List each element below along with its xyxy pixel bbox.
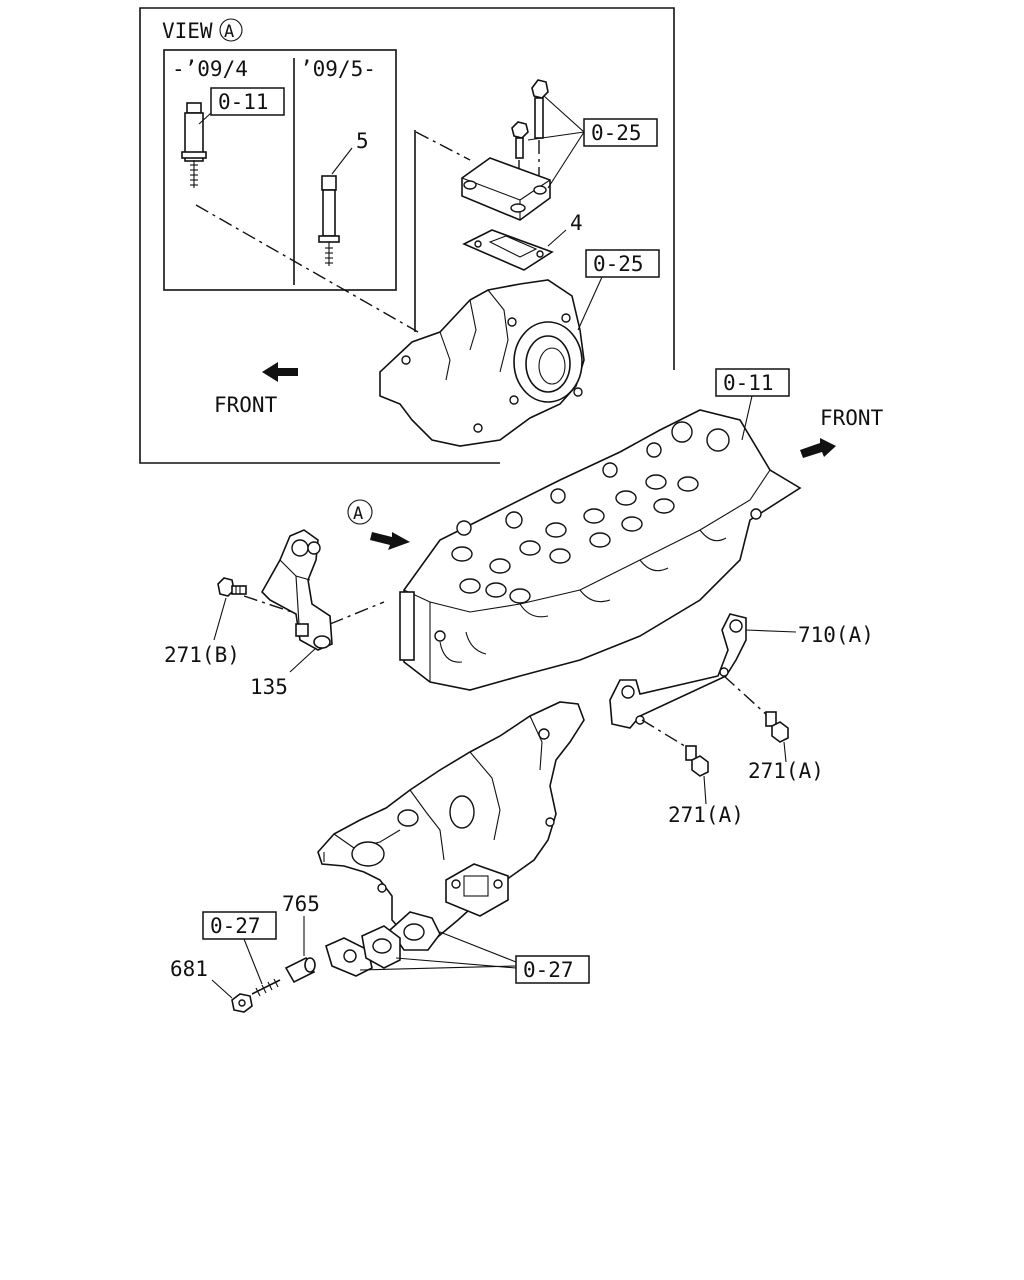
period-box — [163, 49, 397, 291]
leader-271B — [213, 597, 227, 641]
ref-box-0-11-head — [715, 368, 790, 397]
inset-frame — [139, 7, 675, 464]
front-label-main: FRONT — [820, 406, 884, 430]
ref-box-0-25-housing — [585, 249, 660, 278]
leader-0-11-head — [741, 395, 753, 441]
leader-0-11-view — [198, 112, 212, 125]
ref-box-0-27-gaskets — [515, 955, 590, 984]
callout-part-135: 135 — [250, 675, 288, 699]
callout-part-765: 765 — [282, 892, 320, 916]
callout-ref-0-25-housing: 0-25 — [593, 252, 644, 276]
leader-271A-2 — [703, 775, 707, 805]
callout-part-271B: 271(B) — [164, 643, 240, 667]
view-letter-circle — [219, 18, 243, 42]
bolt-271A-1 — [765, 711, 789, 743]
bolt-271A-2 — [685, 745, 709, 777]
view-marker-circle — [347, 499, 373, 525]
bolt-271A-2-axis-line — [641, 719, 689, 749]
flange-bolts — [511, 79, 549, 205]
ref-box-0-25-bolts — [583, 118, 658, 147]
bracket-axis-line — [329, 601, 385, 625]
view-a-inset: VIEW A -’09/4 ’09/5- — [139, 7, 675, 464]
period-after-label: ’09/5- — [300, 57, 376, 81]
callout-part-4: 4 — [570, 211, 583, 235]
ref-box-0-27-stud — [202, 911, 277, 940]
leader-271A-1 — [783, 741, 787, 763]
engine-hanger-part-135 — [261, 529, 333, 651]
leader-0-27-b — [395, 957, 517, 969]
leader-135 — [289, 647, 317, 673]
stud-bolt-part-5 — [318, 175, 340, 266]
leader-0-27-stud — [243, 938, 263, 985]
view-direction-arrow-icon — [370, 532, 410, 550]
spacer-part-765 — [284, 956, 316, 984]
leader-681 — [211, 979, 233, 999]
bolt-271B-axis-line — [243, 595, 305, 617]
front-label-inset: FRONT — [214, 393, 278, 417]
leader-0-27-a — [359, 965, 517, 971]
flange-gasket-part-4 — [462, 229, 554, 271]
stud-bolt-early — [181, 102, 207, 188]
stud-0-27 — [251, 978, 281, 997]
leader-0-25-bolts-a — [543, 95, 585, 189]
heat-shield-bracket-part-710A — [609, 613, 747, 729]
callout-part-271A-1: 271(A) — [748, 759, 824, 783]
view-title: VIEW — [162, 19, 213, 43]
callout-part-271A-2: 271(A) — [668, 803, 744, 827]
exhaust-manifold — [317, 701, 585, 951]
bolt-271B — [217, 577, 247, 597]
nut-part-681 — [231, 993, 253, 1013]
callout-ref-0-11-view: 0-11 — [218, 90, 269, 114]
bolt-271A-1-axis-line — [723, 675, 769, 717]
callout-ref-0-27-stud: 0-27 — [210, 914, 261, 938]
leader-0-25-housing — [577, 276, 603, 331]
callout-part-710A: 710(A) — [798, 623, 874, 647]
callout-part-681: 681 — [170, 957, 208, 981]
callout-ref-0-27-gaskets: 0-27 — [523, 958, 574, 982]
leader-0-25-bolts-b — [527, 131, 585, 141]
turbine-housing — [379, 279, 585, 447]
leader-4 — [547, 229, 567, 247]
leader-5 — [331, 147, 353, 175]
callout-part-5: 5 — [356, 129, 369, 153]
leader-0-27-c — [439, 931, 517, 963]
front-arrow-icon-main — [800, 438, 836, 458]
stud-axis-line — [195, 204, 419, 333]
cylinder-head — [399, 409, 802, 691]
flange-axis-line — [415, 131, 471, 161]
view-letter: A — [224, 22, 234, 42]
ref-box-0-11-view — [210, 87, 285, 116]
leader-710A — [745, 629, 797, 633]
manifold-gaskets — [325, 925, 401, 977]
front-arrow-icon-inset — [262, 362, 298, 382]
view-marker-letter: A — [353, 504, 363, 524]
turbo-flange-plate — [461, 157, 551, 221]
callout-ref-0-25-bolts: 0-25 — [591, 121, 642, 145]
period-before-label: -’09/4 — [172, 57, 248, 81]
callout-ref-0-11-head: 0-11 — [723, 371, 774, 395]
